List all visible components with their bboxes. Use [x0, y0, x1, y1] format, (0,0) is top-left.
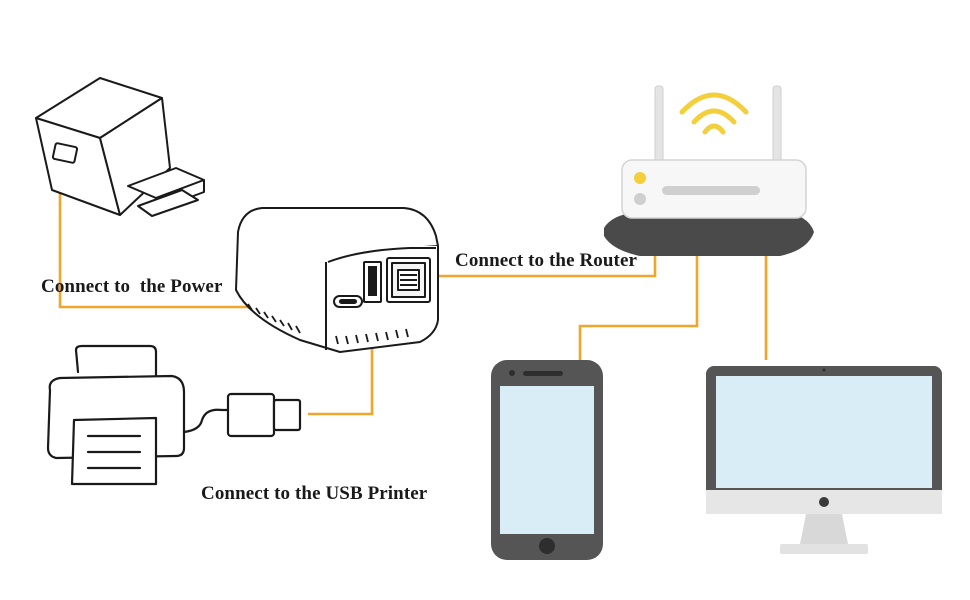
monitor-screen — [716, 376, 932, 488]
phone-cable — [578, 228, 699, 362]
phone-home-button — [539, 538, 555, 554]
power-connection-label: Connect to the Power — [41, 276, 223, 297]
desktop-monitor-icon — [706, 366, 942, 554]
print-server-icon — [235, 207, 439, 353]
router-connection-label: Connect to the Router — [455, 250, 638, 271]
smartphone-icon — [491, 360, 603, 560]
router-led-gray — [634, 193, 646, 205]
usb-plug-icon — [226, 392, 302, 438]
printer-icon — [46, 344, 232, 486]
phone-screen — [500, 386, 594, 534]
wifi-icon — [679, 92, 749, 135]
power-cable — [58, 152, 330, 309]
router-icon — [604, 85, 814, 256]
usb-printer-connection-label: Connect to the USB Printer — [201, 483, 428, 504]
power-adapter-icon — [35, 77, 205, 217]
router-led-yellow — [634, 172, 646, 184]
